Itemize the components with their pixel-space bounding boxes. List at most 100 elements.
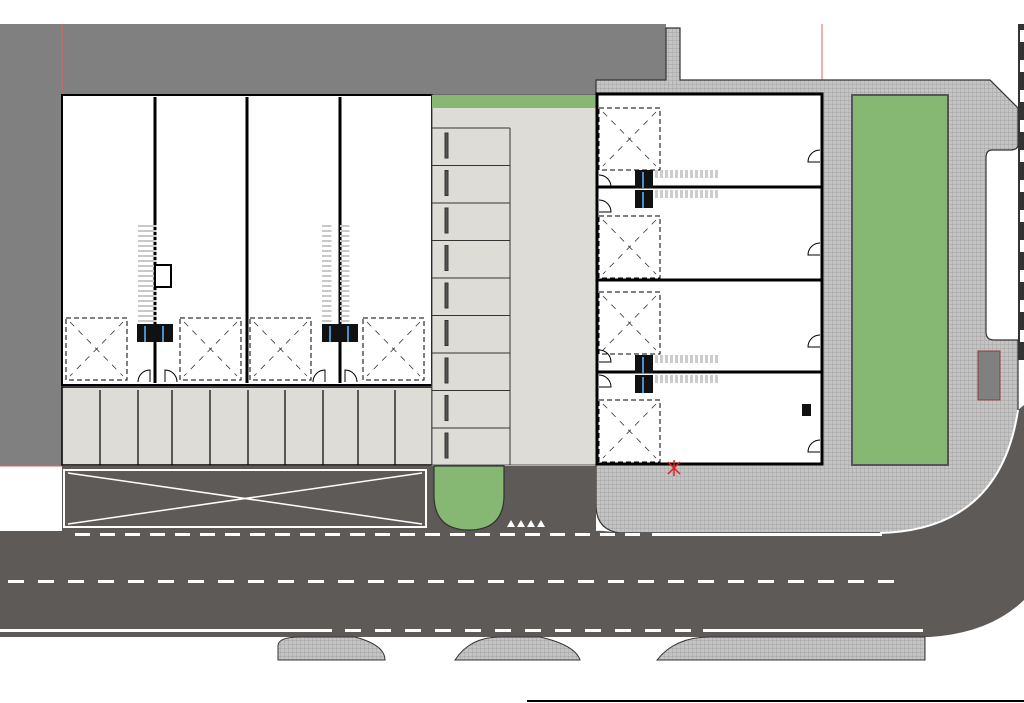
stair-tread (670, 375, 673, 383)
fence-post (1020, 270, 1024, 282)
stair-tread (147, 265, 157, 267)
lane-markings (0, 533, 923, 632)
stair-tread (147, 255, 157, 257)
bollard-icon (537, 520, 545, 527)
stair-tread (340, 240, 350, 242)
lift-shaft-cross (366, 321, 421, 377)
lane-dash (575, 533, 590, 536)
stair-tread (138, 250, 148, 252)
center-dash (158, 580, 174, 583)
stair-tread (322, 270, 332, 272)
stair-tread (680, 190, 683, 198)
door-icon (807, 149, 821, 163)
bollards (507, 520, 545, 527)
stair-tread (660, 375, 663, 383)
stair-tread (690, 190, 693, 198)
stair-tread (715, 375, 718, 383)
stair-tread (340, 295, 350, 297)
center-dash (68, 580, 84, 583)
door-icon (164, 369, 178, 383)
green-field (851, 94, 949, 466)
stall-door (444, 207, 449, 234)
stair-tread (138, 270, 148, 272)
lift-shaft-cross (602, 111, 657, 167)
stair-tread (322, 230, 332, 232)
fence-post (1020, 330, 1024, 342)
stair-tread (138, 225, 148, 227)
lane-dash (75, 533, 90, 536)
lane-dash (555, 629, 571, 632)
stair-tread (147, 230, 157, 232)
lift-shaft (362, 317, 425, 381)
stair-tread (138, 240, 148, 242)
stair-tread (138, 285, 148, 287)
center-dash (578, 580, 594, 583)
stair-tread (670, 190, 673, 198)
center-dash (728, 580, 744, 583)
lane-dash (300, 533, 315, 536)
stair-tread (322, 265, 332, 267)
green-strip (432, 95, 596, 108)
road (0, 405, 1024, 637)
stair-tread (322, 240, 332, 242)
door-icon (598, 174, 612, 188)
lift-shaft (598, 291, 661, 355)
lane-line (0, 629, 332, 632)
stair-tread (700, 170, 703, 178)
center-dash (788, 580, 804, 583)
stair-tread (340, 280, 350, 282)
neighbor-plot (0, 24, 666, 96)
stair-tread (705, 375, 708, 383)
stair-tread (138, 235, 148, 237)
stair-tread (340, 250, 350, 252)
door-icon (137, 369, 151, 383)
lane-dash (615, 629, 631, 632)
door-icon (598, 199, 612, 213)
stair-tread (685, 355, 688, 363)
neighbor-plot-strip (0, 24, 62, 466)
lane-dash (475, 533, 490, 536)
center-dash (638, 580, 654, 583)
stair-tread (322, 250, 332, 252)
lift-shaft (598, 215, 661, 279)
lane-dash (200, 533, 215, 536)
center-dash (548, 580, 564, 583)
loading-zone (63, 469, 427, 528)
stair-tread (147, 250, 157, 252)
center-dash (278, 580, 294, 583)
stair-tread (660, 170, 663, 178)
fence-post (1020, 210, 1024, 222)
door-icon (344, 369, 358, 383)
stair-tread (322, 245, 332, 247)
door-icon (807, 242, 821, 256)
lane-dash (585, 629, 601, 632)
utility-box (977, 350, 1001, 401)
center-dash (458, 580, 474, 583)
stair-tread (322, 225, 332, 227)
fence-post (1020, 90, 1024, 102)
lane-dash (495, 629, 511, 632)
stair-tread (147, 290, 157, 292)
lift-shaft-cross (602, 295, 657, 351)
stair-tread (705, 355, 708, 363)
stair-tread (705, 170, 708, 178)
stair-tread (340, 235, 350, 237)
lift-shaft-cross (69, 321, 124, 377)
stair-tread (695, 170, 698, 178)
lift-shaft-cross (602, 219, 657, 275)
stair-tread (322, 275, 332, 277)
fence-post (1020, 30, 1024, 42)
lane-dash (465, 629, 481, 632)
center-dash (488, 580, 504, 583)
center-dash (428, 580, 444, 583)
stall-door (444, 282, 449, 309)
stair-tread (660, 190, 663, 198)
stair-tread (655, 170, 658, 178)
lane-dash (525, 629, 541, 632)
stair-tread (655, 375, 658, 383)
lane-dash (645, 629, 661, 632)
stair-tread (322, 310, 332, 312)
lift-shaft (65, 317, 128, 381)
fence-post (1020, 60, 1024, 72)
stair-tread (680, 355, 683, 363)
